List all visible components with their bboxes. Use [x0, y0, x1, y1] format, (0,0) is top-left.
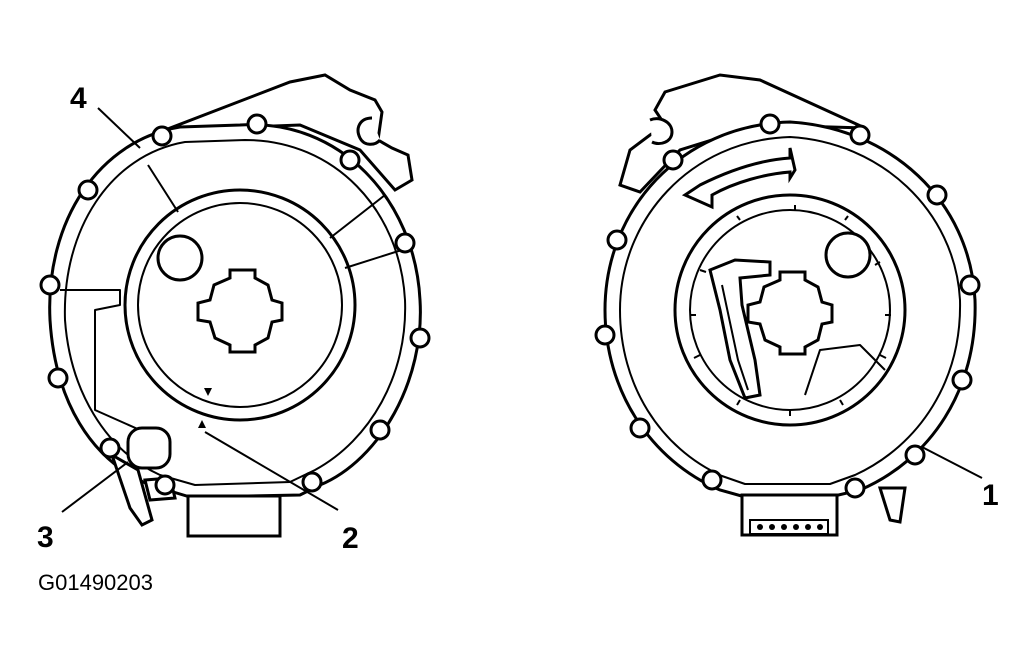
callout-3: 3: [37, 521, 54, 554]
right-mounting-bosses: [594, 113, 981, 499]
left-hub-spline: [196, 268, 284, 354]
left-housing-ear: [164, 73, 414, 192]
left-pin-hole: [156, 234, 204, 282]
left-partition-1: [147, 164, 179, 213]
left-mounting-bosses: [39, 113, 431, 496]
right-hub-spline: [746, 270, 834, 356]
right-rotor-outer-ring: [673, 193, 907, 427]
figure-id-label: G01490203: [38, 570, 153, 595]
callout-4: 4: [70, 82, 87, 115]
left-ear-notch: [356, 116, 382, 146]
right-clockspring-rear-view: [594, 73, 981, 537]
right-housing-ear: [618, 73, 866, 194]
right-connector-pins: [749, 519, 829, 535]
leader-3: [61, 461, 129, 513]
left-partition-2: [329, 194, 386, 239]
right-ribbon-line: [721, 284, 749, 391]
left-rotor-inner-ring: [137, 202, 343, 408]
right-lock-lever: [877, 486, 907, 524]
leader-4: [97, 107, 141, 149]
left-lock-lever: [109, 451, 154, 527]
leader-2: [204, 431, 339, 511]
right-ear-notch: [649, 117, 674, 146]
left-bottom-connector: [186, 494, 282, 538]
left-partition-4: [60, 289, 141, 431]
left-alignment-arrow-lower: [198, 420, 206, 428]
left-lock-tab: [126, 426, 172, 470]
callout-2: 2: [342, 522, 359, 555]
left-alignment-arrow-upper: [204, 388, 212, 396]
right-housing-inner-rim: [619, 136, 962, 485]
left-partition-3: [344, 247, 409, 269]
left-rotor-outer-ring: [123, 188, 357, 422]
right-pin-hole: [824, 231, 872, 279]
callout-1: 1: [982, 479, 999, 512]
left-housing-inner-rim: [63, 139, 407, 486]
right-partition: [804, 344, 886, 396]
leader-1: [921, 446, 983, 479]
right-ring-ticks: [690, 205, 891, 416]
right-rotation-arrow: [681, 147, 797, 210]
leader-lines: [61, 107, 983, 513]
left-clockspring-front-view: [39, 73, 431, 538]
